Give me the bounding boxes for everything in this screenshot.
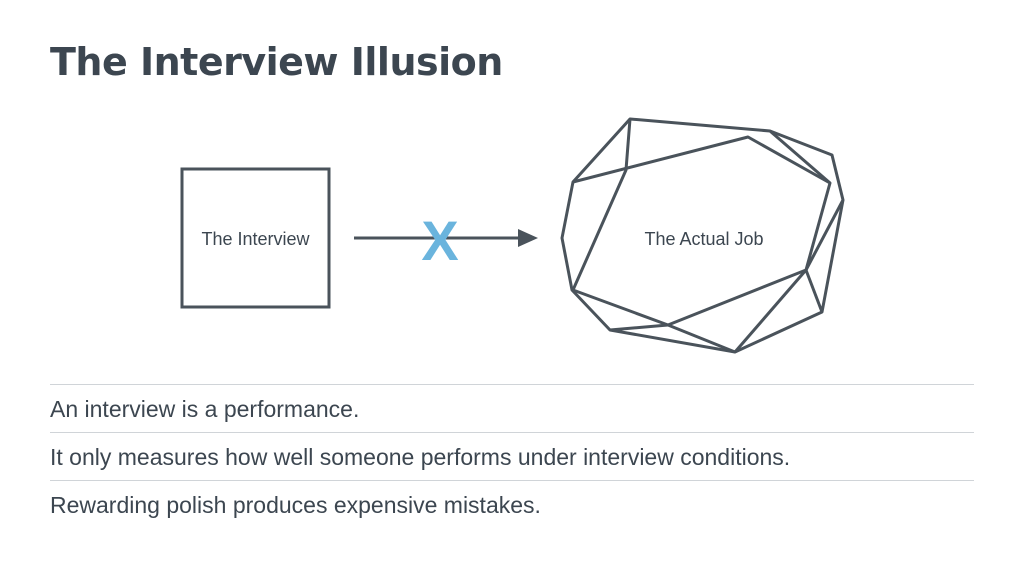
- slide-title: The Interview Illusion: [50, 40, 503, 84]
- job-shape-inner-line-5: [733, 269, 808, 353]
- actual-job-shape: [560, 117, 845, 354]
- job-shape-inner-line-1: [572, 135, 832, 327]
- takeaway-item: Rewarding polish produces expensive mist…: [50, 492, 541, 518]
- takeaway-item: An interview is a performance.: [50, 385, 974, 433]
- job-shape-inner-line-4: [804, 269, 824, 313]
- takeaway-item: It only measures how well someone perfor…: [50, 433, 974, 481]
- interview-box-label: The Interview: [201, 229, 310, 249]
- job-shape-inner-line-7: [667, 323, 736, 354]
- job-shape-inner-line-2: [571, 118, 632, 291]
- job-shape-inner-line-3: [804, 199, 845, 271]
- cross-mark: X: [421, 209, 458, 272]
- arrow-head: [518, 229, 538, 247]
- arrow: [354, 229, 538, 247]
- interview-box: [180, 167, 331, 309]
- job-shape-inner-line-6: [609, 323, 669, 332]
- actual-job-label: The Actual Job: [644, 229, 763, 249]
- takeaway-list: An interview is a performance. It only m…: [50, 384, 974, 528]
- job-shape-inner-line-8: [769, 129, 831, 185]
